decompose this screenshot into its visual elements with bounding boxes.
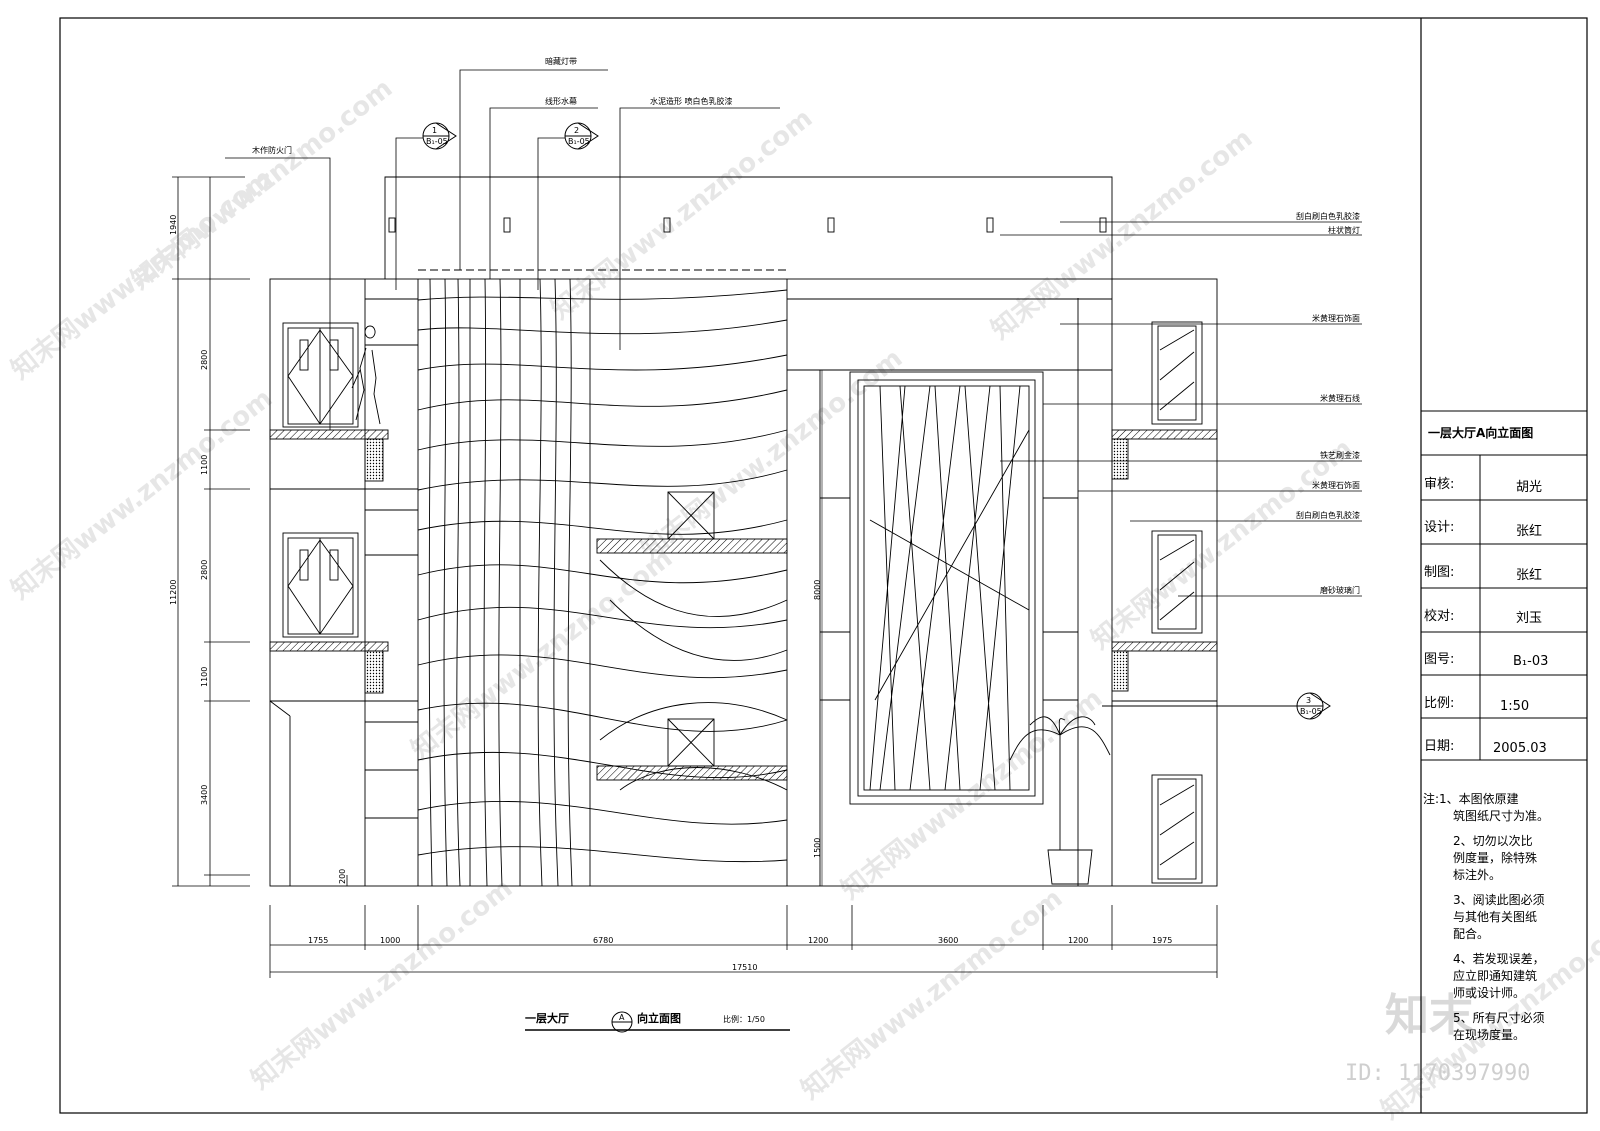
callout-beige-marble-facing: 米黄理石饰面: [1312, 313, 1360, 323]
row-label-drafter: 制图:: [1424, 565, 1454, 580]
note-line: 3、阅读此图必须: [1453, 893, 1545, 907]
title-block-row: 图号: B₁-03: [1421, 652, 1587, 676]
dim-label: 1000: [380, 936, 400, 945]
dim-label: 11200: [169, 580, 178, 605]
note-line: 注:1、本图依原建: [1423, 791, 1519, 806]
section-marker-num: 3: [1306, 696, 1311, 705]
sheet-frame: [59, 17, 1588, 1114]
row-label-designer: 设计:: [1424, 520, 1454, 535]
left-dimensions: 1940 11200 2800 1100 2800 1100 3400 200: [169, 176, 348, 887]
dim-label: 17510: [732, 963, 757, 972]
callout-beige-marble-facing: 米黄理石饰面: [1312, 480, 1360, 490]
section-marker-2: 2 B₁-05: [564, 122, 599, 150]
dim-label: 1200: [1068, 936, 1088, 945]
note-line: 标注外。: [1453, 867, 1501, 882]
dim-label: 1500: [813, 838, 822, 858]
sheet-title: 一层大厅A向立面图: [1428, 425, 1533, 440]
watermark-logo: 知末: [1385, 990, 1473, 1041]
drawing-title-suffix: 向立面图: [637, 1011, 681, 1025]
callout-frosted-glass-door: 磨砂玻璃门: [1320, 585, 1360, 595]
dim-label: 1100: [200, 455, 209, 475]
note-line: 5、所有尺寸必须: [1453, 1011, 1545, 1025]
dim-label: 1940: [169, 215, 178, 235]
mid-dimensions: 8000 1500: [813, 370, 823, 886]
dim-label: 200: [338, 869, 347, 884]
callout-hidden-light: 暗藏灯带: [545, 56, 577, 66]
title-block-row: 校对: 刘玉: [1421, 608, 1587, 633]
bottom-dimensions: 1755 1000 6780 1200 3600 1200 1975 17510: [269, 905, 1218, 978]
row-value-reviewer: 胡光: [1516, 480, 1542, 495]
row-value-scale: 1:50: [1500, 699, 1529, 714]
dim-label: 3400: [200, 785, 209, 805]
title-block-row: 比例: 1:50: [1421, 696, 1587, 719]
watermark-text: 知末网www.znzmo.com: [126, 73, 398, 295]
callout-white-paint: 刮白刷白色乳胶漆: [1296, 510, 1360, 520]
row-label-reviewer: 审核:: [1424, 477, 1454, 492]
title-block-row: 日期: 2005.03: [1421, 739, 1587, 761]
watermark-text: 知末网www.znzmo.com: [406, 543, 678, 765]
row-label-checker: 校对:: [1424, 608, 1454, 624]
callout-cement-paint: 水泥造形 喷白色乳胶漆: [650, 96, 733, 106]
watermark-text: 知末网www.znzmo.com: [6, 383, 278, 605]
callout-beige-marble-line: 米黄理石线: [1320, 393, 1360, 403]
section-marker-num: 1: [432, 126, 437, 135]
title-block-row: 审核: 胡光: [1421, 477, 1587, 501]
title-block-row: 制图: 张红: [1421, 565, 1587, 589]
title-block-row: 设计: 张红: [1421, 520, 1587, 545]
callout-iron-gold-paint: 铁艺刷金漆: [1320, 450, 1360, 460]
watermark-text: 知末网www.znzmo.com: [796, 883, 1068, 1105]
callout-water-curtain: 线形水幕: [545, 96, 577, 106]
dim-label: 3600: [938, 936, 958, 945]
title-block-notes: 注:1、本图依原建 筑图纸尺寸为准。 2、切勿以次比 例度量，除特殊 标注外。 …: [1423, 791, 1549, 1042]
section-marker-num: 2: [574, 126, 579, 135]
drawing-title-main: 一层大厅: [525, 1011, 569, 1025]
dim-label: 1755: [308, 936, 328, 945]
row-value-drafter: 张红: [1516, 567, 1542, 583]
row-label-date: 日期:: [1424, 739, 1454, 754]
watermark-layer: 知末网www.znzmo.com 知末网www.znzmo.com 知末网www…: [6, 73, 1600, 1125]
title-block: 一层大厅A向立面图 审核: 胡光 设计: 张红 制图: 张红 校对: 刘玉 图号…: [1421, 410, 1587, 1042]
drawing-title: 一层大厅 A 向立面图 比例：1/50: [525, 1011, 790, 1033]
note-line: 与其他有关图纸: [1453, 910, 1537, 924]
dim-label: 1975: [1152, 936, 1172, 945]
drawing-scale-note: 比例：1/50: [723, 1014, 765, 1024]
section-marker-1: 1 B₁-05: [422, 122, 457, 150]
dim-label: 2800: [200, 560, 209, 580]
row-value-designer: 张红: [1516, 523, 1542, 539]
callout-fire-door: 木作防火门: [252, 145, 292, 155]
section-marker-ref: B₁-05: [568, 137, 590, 146]
note-line: 师或设计师。: [1453, 986, 1525, 1000]
elevation-linework: [269, 176, 1218, 887]
row-value-drawing-no: B₁-03: [1513, 654, 1548, 669]
callout-white-paint: 刮白刷白色乳胶漆: [1296, 211, 1360, 221]
note-line: 配合。: [1453, 926, 1489, 941]
note-line: 例度量，除特殊: [1453, 850, 1537, 865]
note-line: 2、切勿以次比: [1453, 834, 1533, 848]
section-marker-ref: B₁-05: [1300, 707, 1322, 716]
row-value-date: 2005.03: [1493, 741, 1547, 756]
dim-label: 8000: [813, 580, 822, 600]
section-marker-ref: B₁-05: [426, 137, 448, 146]
right-callouts: 刮白刷白色乳胶漆 柱状筒灯 米黄理石饰面 米黄理石线 铁艺刷金漆 米黄理石饰面 …: [1000, 211, 1362, 597]
note-line: 筑图纸尺寸为准。: [1453, 808, 1549, 823]
row-value-checker: 刘玉: [1516, 611, 1542, 626]
callout-column-downlight: 柱状筒灯: [1328, 225, 1360, 235]
dim-label: 1200: [808, 936, 828, 945]
row-label-drawing-no: 图号:: [1424, 652, 1454, 667]
drawing-title-marker: A: [619, 1013, 625, 1022]
note-line: 4、若发现误差，: [1453, 951, 1545, 966]
section-marker-3: 3 B₁-05: [1102, 692, 1331, 720]
row-label-scale: 比例:: [1424, 696, 1454, 711]
watermark-text: 知末网www.znzmo.com: [636, 343, 908, 565]
top-callouts: 暗藏灯带 线形水幕 水泥造形 喷白色乳胶漆 木作防火门 1 B₁-05 2 B₁…: [225, 56, 1331, 720]
dim-label: 1100: [200, 667, 209, 687]
dim-label: 6780: [593, 936, 613, 945]
note-line: 在现场度量。: [1453, 1027, 1525, 1042]
dim-label: 2800: [200, 350, 209, 370]
watermark-text: 知末网www.znzmo.com: [246, 873, 518, 1095]
note-line: 应立即通知建筑: [1453, 968, 1537, 983]
watermark-id: ID: 1170397990: [1345, 1061, 1530, 1086]
